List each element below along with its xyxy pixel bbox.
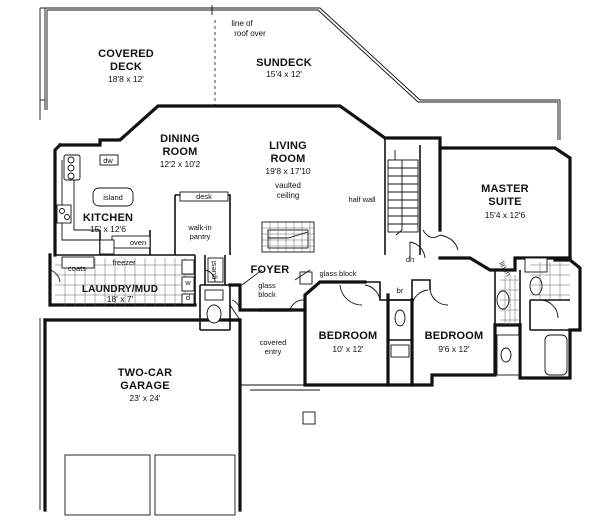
glass-block-top-label: glass block — [319, 269, 356, 278]
oven-label: oven — [130, 238, 146, 247]
dryer-label: d — [186, 293, 190, 302]
glass-block-left-label-2: block — [258, 290, 276, 299]
entry-details — [241, 269, 313, 312]
covered-deck-name-1: COVERED — [98, 48, 154, 60]
broom-closet-label: br — [397, 286, 404, 295]
covered-entry-label-2: entry — [265, 347, 282, 356]
kitchen-dims: 15' x 12'6 — [90, 224, 126, 234]
covered-entry-label-1: covered — [260, 338, 287, 347]
interior-walls — [55, 138, 572, 387]
stairs — [387, 150, 459, 259]
master-dims: 15'4 x 12'6 — [485, 210, 526, 220]
walk-in-label-1: walk-in — [187, 223, 211, 232]
bedroom2-dims: 9'6 x 12' — [438, 344, 470, 354]
living-note-2: ceiling — [277, 191, 300, 200]
deck-outlines — [39, 5, 561, 140]
glass-block-left-label-1: glass — [258, 281, 276, 290]
foyer-name: FOYER — [251, 264, 290, 276]
freezer-label: freezer — [112, 258, 136, 267]
walk-in-label-2: pantry — [190, 232, 211, 241]
laundry-name: LAUNDRY/MUD — [82, 284, 158, 295]
island-label: island — [103, 193, 123, 202]
garage-name-1: TWO-CAR — [118, 367, 173, 379]
half-wall-label: half wall — [348, 195, 375, 204]
living-name-1: LIVING — [269, 140, 307, 152]
dishwasher-label: dw — [103, 156, 113, 165]
kitchen-name: KITCHEN — [83, 212, 133, 224]
coats-label: coats — [68, 264, 86, 273]
room-labels: COVERED DECK 18'8 x 12' SUNDECK 15'4 x 1… — [82, 19, 529, 403]
hall-bath-fixtures — [390, 309, 410, 358]
covered-deck-name-2: DECK — [110, 61, 142, 73]
master-name-2: SUITE — [488, 196, 521, 208]
sundeck-dims: 15'4 x 12' — [266, 69, 302, 79]
kitchen-fixtures — [56, 154, 229, 255]
washer-label: w — [184, 278, 191, 287]
line-of-roof-label-2: roof over — [234, 29, 266, 38]
living-note-1: vaulted — [275, 181, 301, 190]
guest-label: guest — [209, 260, 218, 279]
laundry-area — [55, 256, 241, 324]
garage-dims: 23' x 24' — [129, 393, 161, 403]
covered-deck-dims: 18'8 x 12' — [108, 74, 144, 84]
master-bath-fixtures — [496, 257, 570, 376]
living-dims: 19'8 x 17'10 — [265, 166, 311, 176]
dining-name-1: DINING — [160, 133, 200, 145]
bedroom1-dims: 10' x 12' — [332, 344, 364, 354]
garage-name-2: GARAGE — [120, 380, 169, 392]
bedroom1-name: BEDROOM — [319, 330, 378, 342]
dining-name-2: ROOM — [162, 146, 197, 158]
door-swings — [49, 269, 449, 311]
line-of-roof-label-1: line of — [231, 19, 253, 28]
living-name-2: ROOM — [270, 153, 305, 165]
stairs-down-label: dn — [406, 255, 414, 264]
laundry-dims: 18' x 7' — [107, 294, 134, 304]
dining-dims: 12'2 x 10'2 — [160, 159, 201, 169]
fireplace — [261, 221, 315, 253]
sundeck-name: SUNDECK — [256, 57, 312, 69]
desk-label: desk — [196, 192, 212, 201]
bedroom2-name: BEDROOM — [425, 330, 484, 342]
master-name-1: MASTER — [481, 183, 529, 195]
